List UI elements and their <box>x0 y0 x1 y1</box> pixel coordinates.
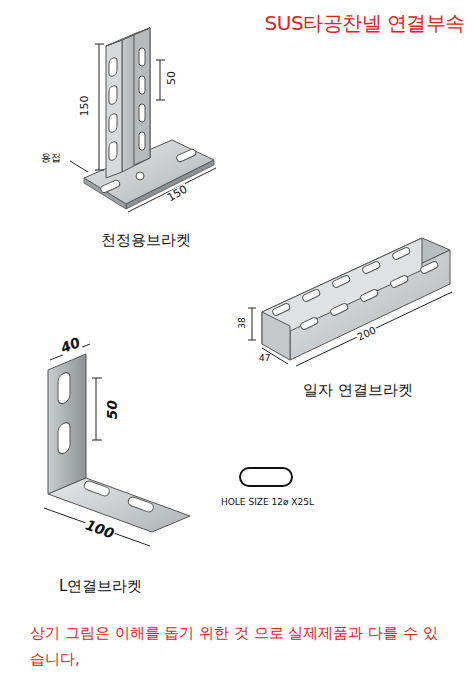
ceiling-bracket <box>70 28 216 212</box>
dimension: 50 <box>105 399 120 420</box>
dimension: 150 <box>79 95 91 118</box>
dimension: 38 <box>238 316 248 329</box>
page-title: SUS타공찬넬 연결부속 <box>265 12 465 34</box>
dimension: 100 <box>82 517 117 542</box>
dimension: 50 <box>166 70 178 86</box>
hole-size-note: HOLE SIZE 12ø X25L <box>220 498 315 508</box>
dimension: 40 <box>58 335 84 357</box>
part-name: 천정용브라켓 <box>100 232 192 249</box>
part-name: L연결브라켓 <box>58 578 143 595</box>
note: 용접 <box>40 152 62 163</box>
dimension: 47 <box>258 354 271 364</box>
straight-bracket <box>248 238 452 366</box>
caption: 상기 그림은 이해를 돕기 위한 것 으로 실제제품과 다를 수 있습니다, <box>30 620 450 672</box>
part-name: 일자 연결브라켓 <box>302 382 414 399</box>
hole-symbol <box>240 468 292 486</box>
l-bracket <box>44 344 190 546</box>
